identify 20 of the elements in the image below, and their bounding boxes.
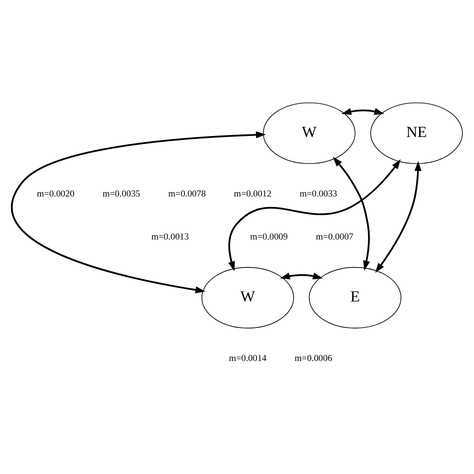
arrow <box>375 161 422 273</box>
node-ellipse: W <box>202 267 294 328</box>
node-ellipse: W <box>262 102 356 164</box>
arrow <box>280 272 323 280</box>
label: m=0.0078 <box>168 188 206 198</box>
node-ellipse: NE <box>370 102 463 164</box>
label: m=0.0012 <box>234 188 272 198</box>
label: m=0.0014 <box>229 352 267 363</box>
label: m=0.0033 <box>300 188 338 198</box>
label: m=0.0035 <box>102 188 140 198</box>
label: m=0.0009 <box>250 231 288 242</box>
label: m=0.0020 <box>36 188 74 198</box>
node-ellipse: E <box>308 267 402 328</box>
arrow <box>332 156 370 271</box>
arrow <box>341 108 384 115</box>
arrow <box>228 159 401 272</box>
label: m=0.0006 <box>294 352 332 363</box>
label: m=0.0013 <box>151 231 189 242</box>
label: m=0.0007 <box>316 231 354 242</box>
arrow <box>11 131 266 294</box>
